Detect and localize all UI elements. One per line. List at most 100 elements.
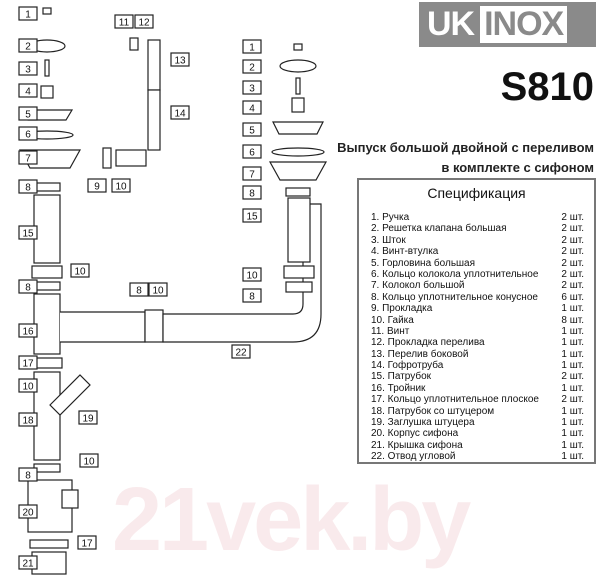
callout-number: 18 [22, 416, 34, 427]
callout-number: 8 [25, 283, 31, 294]
callout-box: 3 [18, 61, 38, 76]
spec-row: 10. Гайка 8 шт. [359, 315, 594, 326]
callout-number: 5 [25, 110, 31, 121]
callout-box: 10 [70, 263, 90, 278]
callout-box: 15 [18, 225, 38, 240]
spec-item-qty: 1 шт. [561, 303, 584, 315]
callout-box: 22 [231, 344, 251, 359]
callout-box: 7 [18, 150, 38, 165]
spec-item-name: 5. Горловина большая [371, 257, 476, 269]
callout-box: 10 [18, 378, 38, 393]
callout-number: 17 [81, 539, 93, 550]
callout-box: 12 [134, 14, 154, 29]
spec-item-qty: 1 шт. [561, 451, 584, 463]
callout-number: 8 [249, 189, 255, 200]
callout-box: 4 [242, 100, 262, 115]
spec-item-name: 17. Кольцо уплотнительное плоское [371, 394, 539, 406]
callout-number: 7 [249, 170, 255, 181]
callout-box: 8 [242, 288, 262, 303]
callout-box: 1 [18, 6, 38, 21]
spec-item-qty: 2 шт. [561, 257, 584, 269]
callout-number: 2 [249, 63, 255, 74]
callout-box: 16 [18, 323, 38, 338]
callout-box: 19 [78, 410, 98, 425]
callout-number: 11 [119, 18, 130, 29]
callout-number: 4 [25, 87, 31, 98]
spec-item-name: 10. Гайка [371, 314, 414, 326]
callout-number: 20 [22, 508, 34, 519]
spec-item-qty: 1 шт. [561, 360, 584, 372]
callout-number: 8 [25, 471, 31, 482]
spec-item-name: 15. Патрубок [371, 371, 432, 383]
spec-item-qty: 8 шт. [561, 314, 584, 326]
subtitle-line: Выпуск большой двойной с переливом [337, 140, 594, 155]
callout-box: 5 [242, 122, 262, 137]
callout-box: 2 [242, 59, 262, 74]
spec-item-qty: 2 шт. [561, 234, 584, 246]
callout-number: 9 [94, 182, 100, 193]
watermark: 21vek.by [112, 470, 471, 570]
spec-item-qty: 1 шт. [561, 405, 584, 417]
spec-row: 13. Перелив боковой 1 шт. [359, 349, 594, 360]
callout-box: 3 [242, 80, 262, 95]
spec-item-qty: 1 шт. [561, 428, 584, 440]
subtitle-line: в комплекте с сифоном [441, 160, 594, 175]
callout-number: 2 [25, 42, 31, 53]
callout-number: 12 [138, 18, 150, 29]
spec-item-qty: 6 шт. [561, 291, 584, 303]
callout-box: 10 [111, 178, 131, 193]
callout-number: 17 [22, 359, 34, 370]
callout-box: 10 [148, 282, 168, 297]
callout-box: 21 [18, 555, 38, 570]
brand-inox: INOX [480, 6, 568, 43]
spec-row: 14. Гофротруба 1 шт. [359, 360, 594, 371]
callout-box: 10 [79, 453, 99, 468]
callout-box: 8 [18, 279, 38, 294]
spec-item-name: 13. Перелив боковой [371, 348, 469, 360]
spec-item-name: 2. Решетка клапана большая [371, 223, 507, 235]
callout-number: 8 [25, 183, 31, 194]
spec-item-qty: 1 шт. [561, 417, 584, 429]
spec-item-name: 14. Гофротруба [371, 360, 444, 372]
callout-number: 6 [25, 130, 31, 141]
spec-row: 5. Горловина большая 2 шт. [359, 258, 594, 269]
callout-number: 10 [83, 457, 95, 468]
callout-box: 9 [87, 178, 107, 193]
spec-item-name: 3. Шток [371, 234, 406, 246]
spec-item-qty: 1 шт. [561, 348, 584, 360]
callout-box: 1 [242, 39, 262, 54]
spec-item-qty: 2 шт. [561, 223, 584, 235]
callout-box: 8 [242, 185, 262, 200]
spec-item-qty: 1 шт. [561, 337, 584, 349]
callout-number: 15 [22, 229, 34, 240]
callout-number: 13 [174, 56, 186, 67]
callout-number: 14 [174, 109, 186, 120]
callout-box: 6 [18, 126, 38, 141]
callout-number: 10 [246, 271, 258, 282]
callout-box: 5 [18, 106, 38, 121]
spec-item-qty: 2 шт. [561, 246, 584, 258]
callout-box: 17 [77, 535, 97, 550]
spec-item-qty: 2 шт. [561, 280, 584, 292]
spec-row: 4. Винт-втулка 2 шт. [359, 246, 594, 257]
callout-box: 17 [18, 355, 38, 370]
spec-item-qty: 2 шт. [561, 268, 584, 280]
brand-logo: UK INOX [419, 2, 596, 47]
spec-item-name: 19. Заглушка штуцера [371, 417, 475, 429]
spec-item-name: 4. Винт-втулка [371, 246, 439, 258]
spec-item-qty: 2 шт. [561, 212, 584, 223]
callout-number: 8 [136, 286, 142, 297]
callout-number: 15 [246, 212, 258, 223]
spec-item-name: 9. Прокладка [371, 303, 433, 315]
